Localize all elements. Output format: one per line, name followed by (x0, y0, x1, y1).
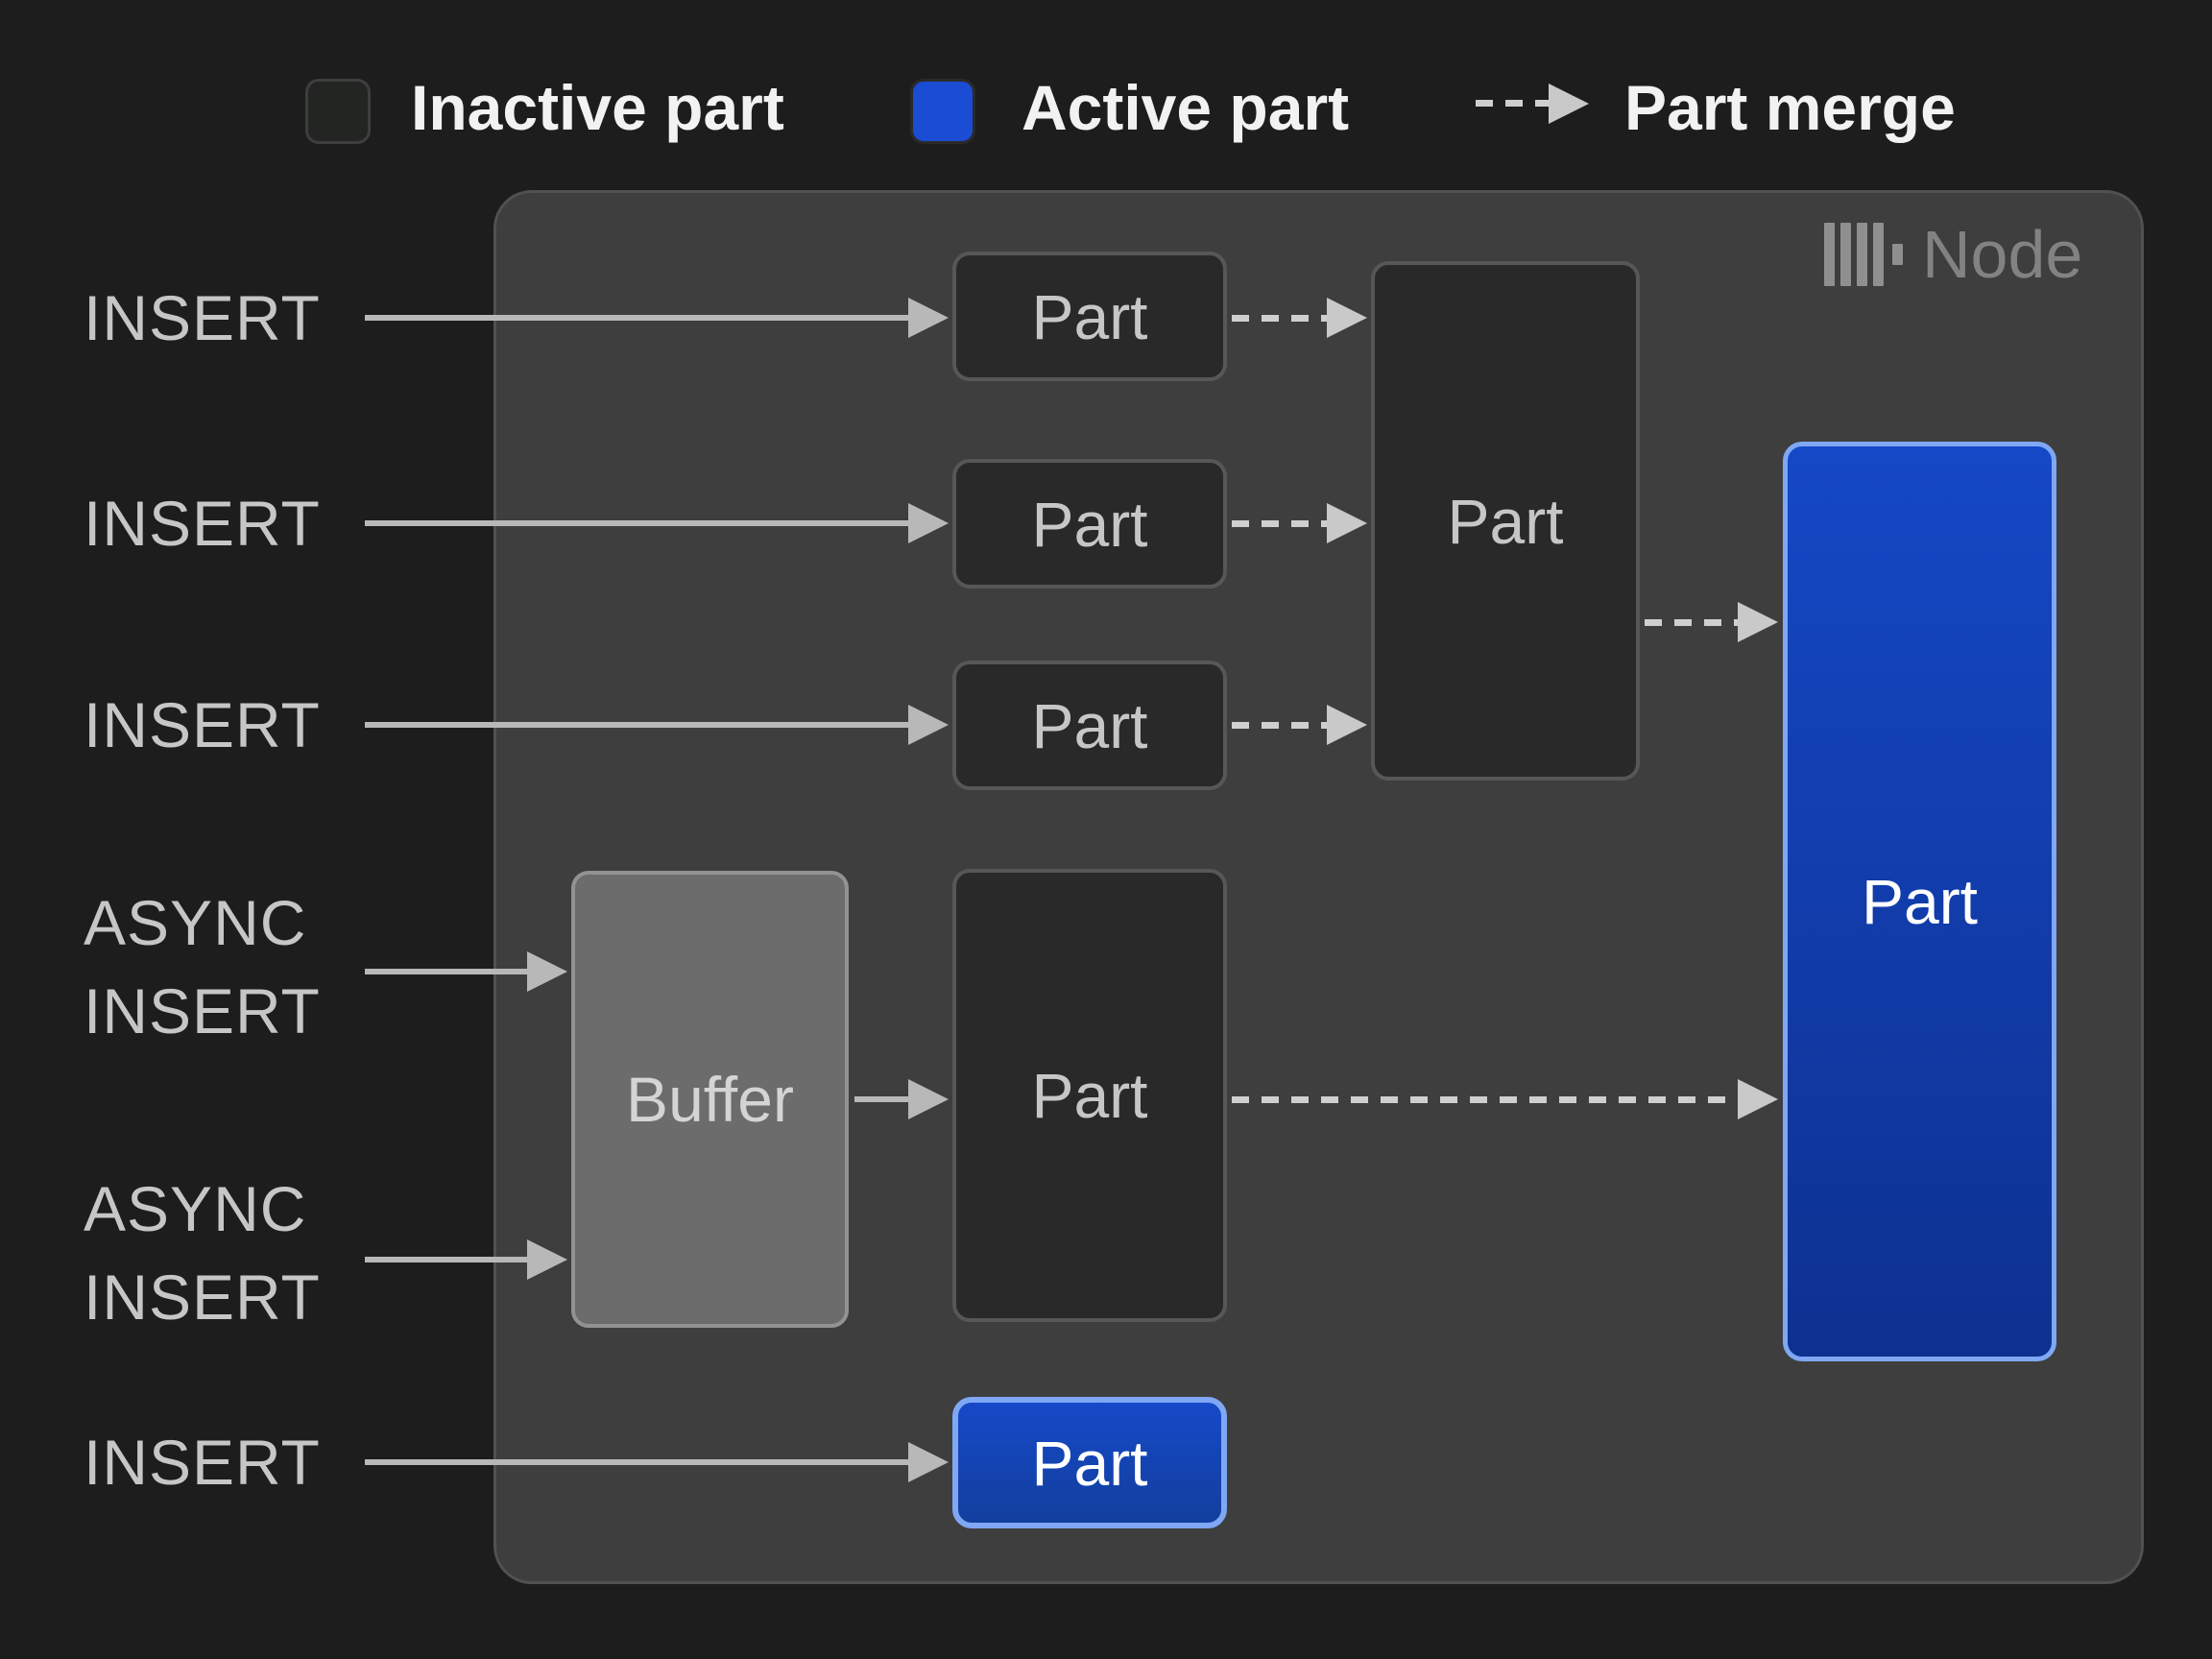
merge-arrow-5-line (1232, 1096, 1739, 1103)
legend-active-swatch (910, 79, 975, 144)
legend-merge-arrow-line (1476, 100, 1551, 107)
legend-active-label: Active part (1022, 72, 1350, 143)
buffer-flush-arrow-head (908, 1079, 949, 1119)
buffer-flush-arrow-line (854, 1096, 914, 1102)
merge-arrow-5-head (1738, 1079, 1778, 1119)
async-insert-arrow-2-head (527, 1239, 567, 1280)
active-part-box-large: Part (1783, 442, 2056, 1361)
insert-arrow-1-head (908, 298, 949, 338)
inactive-part-box-3: Part (952, 661, 1227, 790)
insert-label-4: INSERT (84, 1427, 321, 1498)
merge-arrow-1-head (1327, 298, 1367, 338)
async-insert-label-1-line1: ASYNC (84, 887, 307, 958)
async-insert-label-2-line2: INSERT (84, 1262, 321, 1333)
inactive-part-box-2: Part (952, 459, 1227, 589)
merge-arrow-4-line (1645, 619, 1741, 626)
insert-label-2: INSERT (84, 488, 321, 559)
merged-part-box: Part (1371, 261, 1640, 781)
buffered-part-box: Part (952, 869, 1227, 1322)
active-part-box-small: Part (952, 1397, 1227, 1528)
legend-merge-arrow-head (1549, 84, 1589, 124)
node-title: Node (1922, 217, 2083, 292)
merge-arrow-2-line (1232, 520, 1333, 527)
merge-arrow-1-line (1232, 315, 1333, 322)
insert-label-3: INSERT (84, 689, 321, 760)
legend-merge-label: Part merge (1624, 72, 1956, 143)
buffer-box: Buffer (571, 871, 849, 1328)
insert-arrow-2-line (365, 520, 914, 526)
node-header: Node (1824, 219, 2082, 290)
merge-arrow-2-head (1327, 503, 1367, 543)
merge-arrow-3-head (1327, 705, 1367, 745)
clickhouse-logo-icon (1824, 219, 1903, 290)
async-insert-arrow-2-line (365, 1257, 533, 1262)
legend-inactive-swatch (305, 79, 371, 144)
insert-arrow-2-head (908, 503, 949, 543)
async-insert-arrow-1-head (527, 951, 567, 992)
merge-arrow-4-head (1738, 602, 1778, 642)
insert-arrow-4-line (365, 1459, 914, 1465)
insert-arrow-3-head (908, 705, 949, 745)
legend-inactive-label: Inactive part (411, 72, 784, 143)
inactive-part-box-1: Part (952, 252, 1227, 381)
insert-arrow-4-head (908, 1442, 949, 1482)
async-insert-label-2-line1: ASYNC (84, 1173, 307, 1244)
insert-arrow-3-line (365, 722, 914, 728)
insert-label-1: INSERT (84, 282, 321, 353)
async-insert-arrow-1-line (365, 969, 533, 974)
insert-arrow-1-line (365, 315, 914, 321)
async-insert-label-2: ASYNC INSERT (84, 1165, 321, 1341)
async-insert-label-1-line2: INSERT (84, 975, 321, 1046)
merge-arrow-3-line (1232, 722, 1333, 729)
async-insert-label-1: ASYNC INSERT (84, 878, 321, 1055)
